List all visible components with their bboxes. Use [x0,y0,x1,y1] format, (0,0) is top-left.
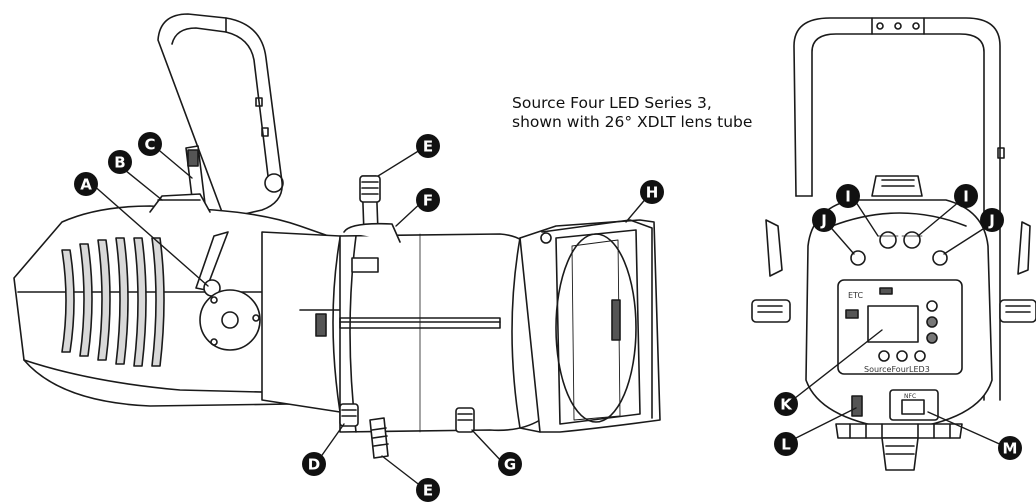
svg-text:A: A [80,176,92,194]
callout-m: M [998,436,1022,460]
callout-i-right: I [954,184,978,208]
caption-line-1: Source Four LED Series 3, [512,94,712,112]
fixture-rear-view [751,17,1036,471]
svg-text:M: M [1003,440,1018,458]
callout-g: G [498,452,522,476]
callout-j-left: J [812,208,836,232]
callout-e-top: E [416,134,440,158]
callout-i-left: I [836,184,860,208]
panel-nfc-label: NFC [904,393,916,400]
svg-text:D: D [308,456,320,474]
callout-c: C [138,132,162,156]
callout-e-bottom: E [416,478,440,502]
svg-text:J: J [820,212,827,230]
callouts: A B C D E E F G H I I J J K L M [74,132,1022,502]
fixture-side-view [13,13,661,459]
svg-text:G: G [504,456,516,474]
callout-d: D [302,452,326,476]
svg-text:C: C [144,136,155,154]
svg-text:F: F [423,192,433,210]
callout-j-right: J [980,208,1004,232]
panel-brand-label: ETC [848,291,863,300]
caption-line-2: shown with 26° XDLT lens tube [512,113,753,131]
cooling-fins [61,237,165,367]
callout-k: K [774,392,798,416]
callout-f: F [416,188,440,212]
figure-caption: Source Four LED Series 3, shown with 26°… [512,94,752,132]
svg-text:K: K [780,396,793,414]
callout-b: B [108,150,132,174]
svg-text:H: H [646,184,659,202]
svg-text:J: J [988,212,995,230]
callout-a: A [74,172,98,196]
callout-h: H [640,180,664,204]
svg-text:I: I [963,188,969,206]
callout-l: L [774,432,798,456]
panel-model-label: SourceFourLED3 [864,365,930,374]
yoke-arm [157,13,283,217]
svg-text:E: E [423,138,433,156]
svg-text:E: E [423,482,433,500]
svg-text:L: L [781,436,791,454]
svg-text:I: I [845,188,851,206]
svg-text:B: B [114,154,125,172]
